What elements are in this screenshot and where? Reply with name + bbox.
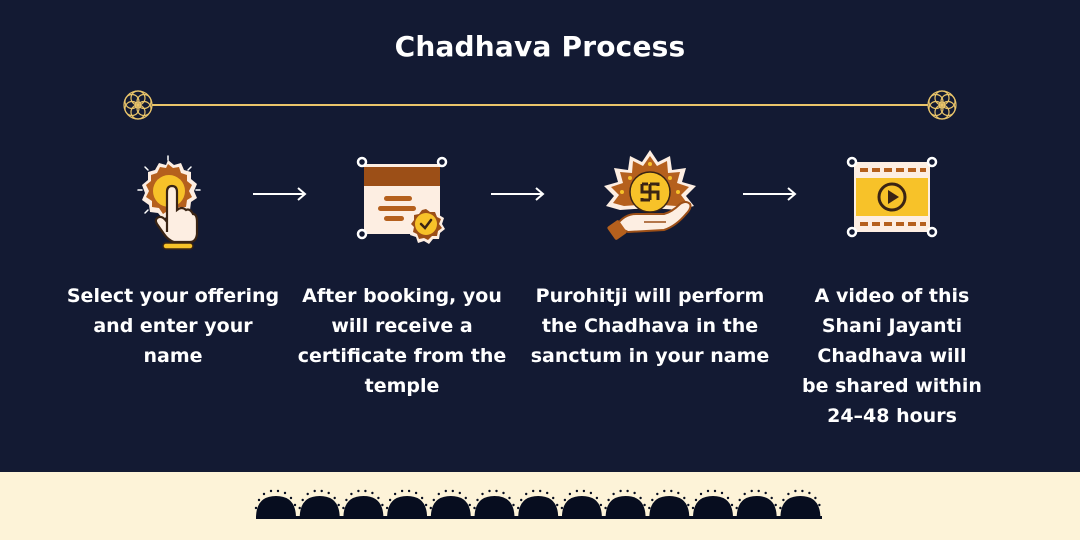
divider-line — [152, 104, 928, 106]
scallop-border-decoration — [254, 489, 822, 519]
offering-hand-swastik-icon — [604, 150, 696, 240]
step-3-line: Purohitji will perform — [535, 285, 765, 307]
step-3-text: Purohitji will perform the Chadhava in t… — [530, 281, 770, 371]
step-3-line: sanctum in your name — [530, 345, 770, 367]
step-3-line: the Chadhava in the — [541, 315, 759, 337]
mandala-left-icon — [123, 90, 153, 120]
step-2-line: certificate from the — [297, 345, 507, 367]
step-4-text: A video of this Shani Jayanti Chadhava w… — [772, 281, 1012, 431]
certificate-icon — [356, 156, 448, 244]
step-4-line: be shared within — [802, 375, 982, 397]
video-film-icon — [846, 156, 938, 238]
arrow-right-icon — [491, 187, 545, 201]
arrow-right-icon — [743, 187, 797, 201]
step-4-line: Shani Jayanti — [821, 315, 963, 337]
step-1-line: Select your offering — [66, 285, 280, 307]
step-4-line: 24–48 hours — [827, 405, 957, 427]
mandala-right-icon — [927, 90, 957, 120]
step-2-line: will receive a — [331, 315, 473, 337]
arrow-right-icon — [253, 187, 307, 201]
step-2-line: After booking, you — [302, 285, 502, 307]
pointing-hand-icon — [137, 155, 201, 250]
step-4-line: Chadhava will — [817, 345, 967, 367]
step-1-text: Select your offering and enter your name — [53, 281, 293, 371]
step-4-line: A video of this — [814, 285, 970, 307]
step-2-text: After booking, you will receive a certif… — [282, 281, 522, 401]
step-2-line: temple — [364, 375, 440, 397]
page-title: Chadhava Process — [394, 30, 686, 63]
step-1-line: name — [143, 345, 203, 367]
step-1-line: and enter your — [93, 315, 253, 337]
